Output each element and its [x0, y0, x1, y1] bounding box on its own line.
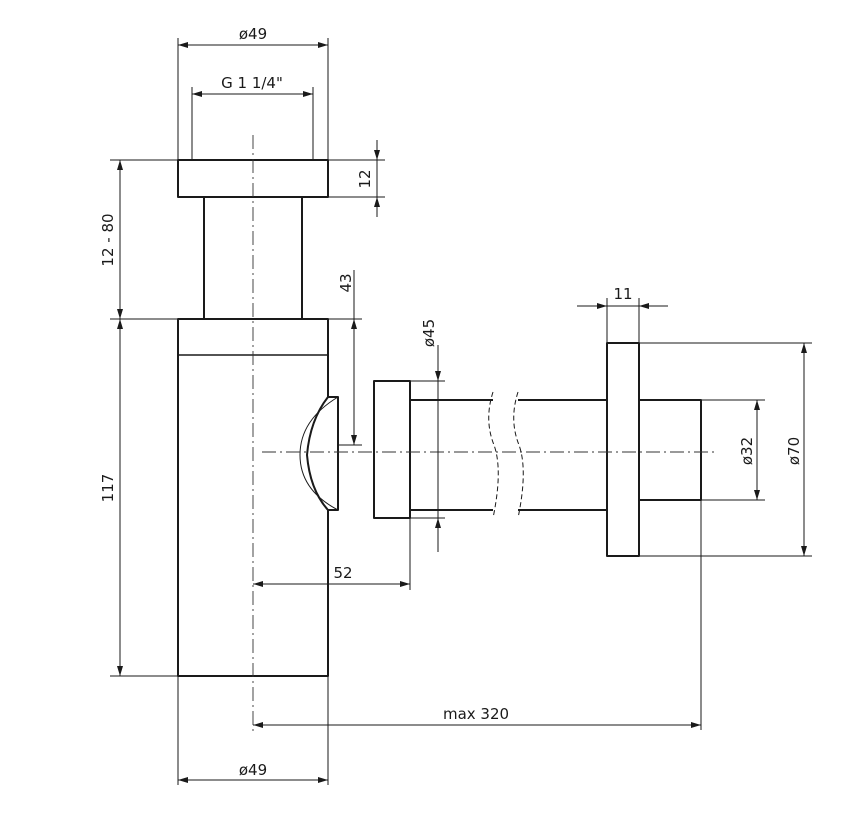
label-bottom-diameter: ø49: [239, 761, 267, 779]
outlet-pipe-left: [410, 399, 493, 511]
wall-flange: [606, 342, 640, 557]
center-lines: [252, 135, 715, 735]
label-wall-flange-diameter: ø70: [785, 437, 803, 465]
break-line-right: [513, 391, 524, 519]
outlet-pipe-right: [518, 399, 607, 511]
dimension-lines: [117, 42, 807, 783]
outlet-elbow: [306, 396, 339, 511]
parts: [177, 159, 702, 677]
label-thread: G 1 1/4": [221, 74, 283, 92]
label-outlet-nut-diameter: ø45: [420, 319, 438, 347]
label-wall-pipe-diameter: ø32: [738, 437, 756, 465]
label-adjustable-height: 12 - 80: [99, 213, 117, 266]
break-line-left: [488, 391, 499, 519]
label-body-height: 117: [99, 474, 117, 503]
outlet-elbow-curve: [299, 396, 339, 511]
label-outlet-height: 43: [337, 273, 355, 292]
extension-lines: [110, 38, 812, 785]
dimension-labels: ø49 G 1 1/4" 12 12 - 80 43 ø45 11 ø32 ø7…: [99, 25, 803, 779]
outlet-nut: [373, 380, 411, 519]
wall-pipe: [638, 399, 702, 501]
label-flange-thickness: 12: [356, 169, 374, 188]
label-top-diameter: ø49: [239, 25, 267, 43]
label-outlet-offset: 52: [333, 564, 352, 582]
label-wall-flange-thickness: 11: [613, 285, 632, 303]
label-max-length: max 320: [443, 705, 509, 723]
